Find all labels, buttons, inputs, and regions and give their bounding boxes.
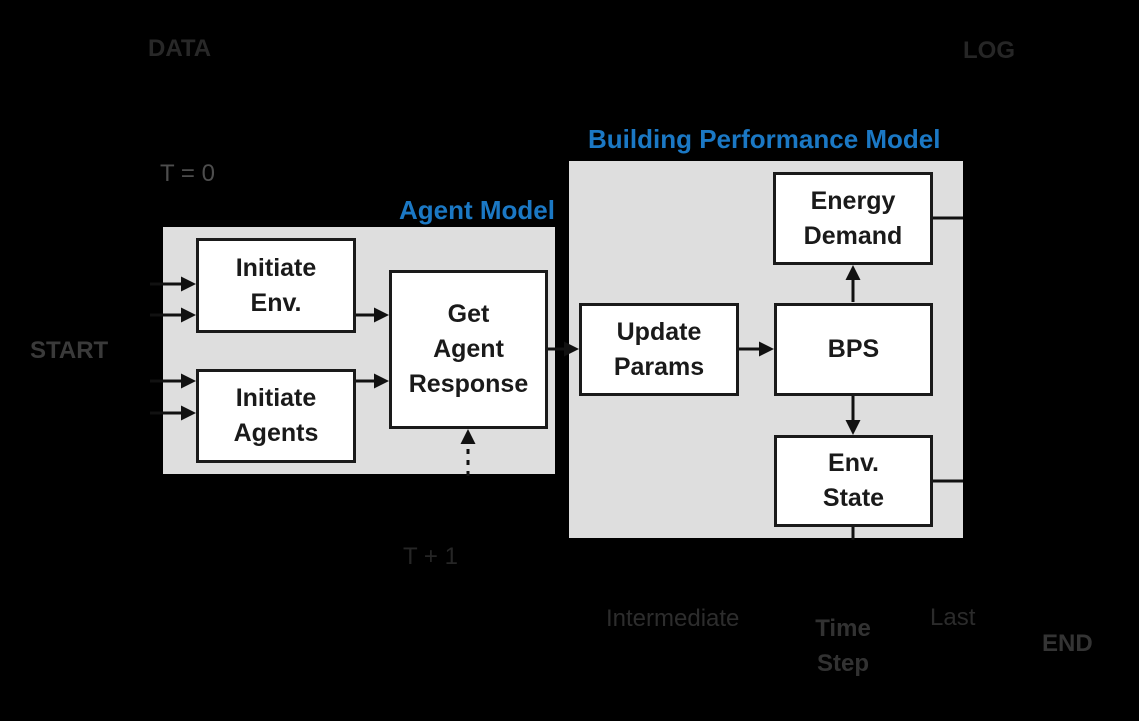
- node-bps: BPS: [774, 303, 933, 396]
- node-energy-demand: Energy Demand: [773, 172, 933, 265]
- node-update-params: Update Params: [579, 303, 739, 396]
- node-get-agent-response: Get Agent Response: [389, 270, 548, 429]
- label-t0: T = 0: [160, 160, 215, 187]
- node-initiate-agents: Initiate Agents: [196, 369, 356, 463]
- node-initiate-env: Initiate Env.: [196, 238, 356, 333]
- node-env-state: Env. State: [774, 435, 933, 527]
- label-data: DATA: [148, 35, 212, 62]
- label-last: Last: [930, 604, 976, 631]
- label-t1: T + 1: [403, 543, 458, 570]
- building-performance-model-title: Building Performance Model: [588, 124, 941, 154]
- label-time-step: Time Step: [815, 615, 871, 677]
- label-log: LOG: [963, 37, 1015, 64]
- label-intermediate: Intermediate: [606, 605, 740, 632]
- agent-model-title: Agent Model: [399, 195, 555, 225]
- label-end: END: [1042, 630, 1093, 657]
- label-start: START: [30, 337, 109, 364]
